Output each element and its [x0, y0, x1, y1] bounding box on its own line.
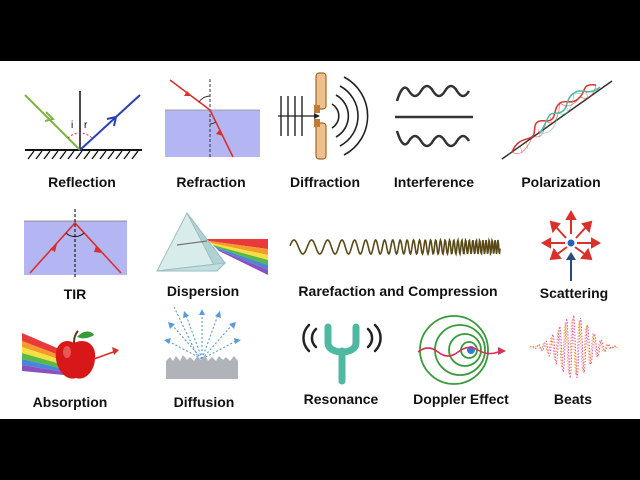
refraction-diagram [165, 79, 260, 159]
scattering-diagram [540, 209, 602, 281]
rarefaction-compression-label: Rarefaction and Compression [298, 283, 498, 299]
incident-angle-label: i [71, 120, 73, 131]
resonance-label: Resonance [303, 391, 379, 407]
reflection-label: Reflection [48, 174, 116, 190]
tir-label: TIR [63, 286, 87, 302]
diffusion-diagram [164, 306, 241, 379]
dispersion-diagram [156, 212, 268, 275]
polarization-label: Polarization [521, 174, 601, 190]
tir-diagram [24, 209, 127, 277]
diffraction-label: Diffraction [290, 174, 360, 190]
beats-label: Beats [553, 391, 593, 407]
diffraction-diagram [278, 72, 369, 160]
reflection-diagram: i r [24, 91, 142, 160]
rarefaction-compression-diagram [289, 237, 501, 257]
scattering-label: Scattering [539, 285, 609, 301]
dispersion-label: Dispersion [166, 283, 240, 299]
doppler-effect-diagram [417, 315, 506, 385]
absorption-diagram [22, 330, 119, 379]
absorption-label: Absorption [32, 394, 108, 410]
diagram-panel: i r Reflection Refraction Diffraction [0, 61, 640, 419]
reflected-angle-label: r [84, 120, 88, 131]
interference-diagram [395, 84, 473, 148]
interference-label: Interference [393, 174, 475, 190]
diffusion-label: Diffusion [173, 394, 235, 410]
refraction-label: Refraction [176, 174, 246, 190]
resonance-diagram [302, 323, 382, 385]
beats-diagram [529, 315, 618, 379]
doppler-effect-label: Doppler Effect [413, 391, 509, 407]
polarization-diagram [501, 80, 613, 160]
